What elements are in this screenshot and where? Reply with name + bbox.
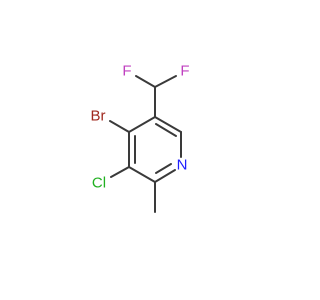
atom-br: Br xyxy=(91,108,106,125)
bond-c2-c3 xyxy=(128,166,156,183)
bond-c3-cl xyxy=(110,166,130,178)
atom-n: N xyxy=(177,157,188,174)
molecule-structure: F F Br Cl N xyxy=(91,63,190,213)
bond-c5-c6-double xyxy=(155,123,177,137)
bond-c5-c6 xyxy=(154,116,182,133)
bonds xyxy=(109,75,182,213)
bond-chf2-f-left xyxy=(135,75,156,88)
bond-n-c2 xyxy=(154,169,176,183)
atom-labels: F F Br Cl N xyxy=(91,63,190,192)
bond-c4-br xyxy=(109,120,130,133)
atom-f-left: F xyxy=(122,63,131,80)
atom-f-right: F xyxy=(180,63,189,80)
bond-n-c2-double xyxy=(155,163,172,174)
bond-chf2-f-right xyxy=(154,75,177,88)
bond-c5-c4 xyxy=(128,116,156,133)
atom-cl: Cl xyxy=(92,175,106,192)
